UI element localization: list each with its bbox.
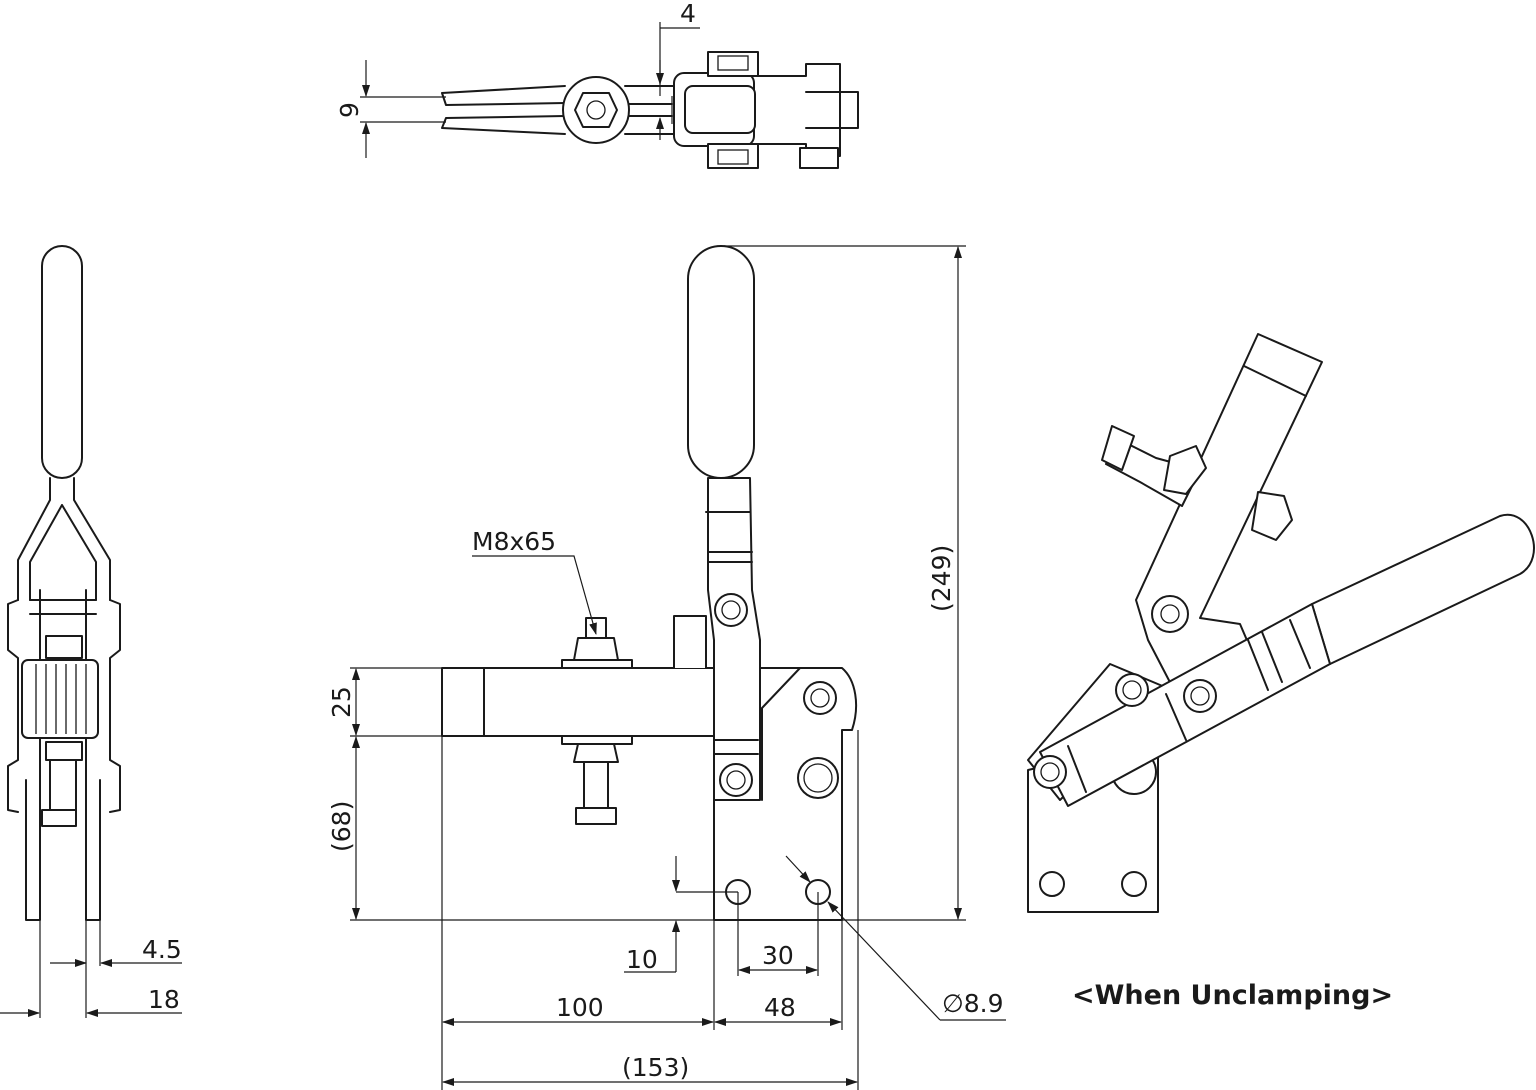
dim-side-thickness: 4.5 [142, 935, 182, 964]
front-view-link-pin-lower [719, 763, 753, 797]
dim-top-slot: 9 [335, 102, 364, 118]
front-view-clamp-arm [441, 667, 715, 737]
unclamped-pivot-upper [1151, 595, 1189, 633]
front-view-nut-bottom [573, 743, 619, 763]
unclamped-view: <When Unclamping> [1027, 333, 1535, 1011]
unclamped-pivot-link [1183, 679, 1217, 713]
unclamped-mount-hole-left [1039, 871, 1065, 897]
front-view-spindle-shaft [583, 761, 609, 811]
top-view: 4 9 [335, 0, 859, 169]
unclamped-pivot-mid-inner [1122, 680, 1142, 700]
unclamped-handle-grip [1311, 513, 1535, 665]
side-view-body-profile [7, 599, 121, 813]
front-view-washer-bottom [561, 735, 633, 745]
dim-base-height: (68) [327, 801, 356, 852]
front-view-link-pin-upper-inner [721, 600, 741, 620]
front-view-link-pin-upper [714, 593, 748, 627]
side-view: 4.5 18 [0, 245, 182, 1018]
top-view-arm-fork [441, 85, 566, 135]
side-view-nut-bottom [45, 741, 83, 761]
dim-arm-length: 100 [556, 993, 604, 1022]
dim-side-width: 18 [148, 985, 180, 1014]
dim-hole-diameter: ∅8.9 [942, 989, 1004, 1018]
side-view-spindle-block [21, 659, 99, 739]
side-view-block-ribs [35, 664, 87, 734]
front-view: (249) 25 (68) M8x65 10 30 ∅8.9 [327, 245, 1006, 1090]
front-view-pivot-upper [803, 681, 837, 715]
dim-top-gap: 4 [680, 0, 696, 28]
top-view-pivot-pin [805, 91, 859, 129]
front-view-handle-link [707, 477, 761, 801]
front-view-base-edge [761, 667, 801, 801]
dim-hole-spacing: 30 [762, 941, 794, 970]
unclamped-pivot-mid [1115, 673, 1149, 707]
front-view-bolt-top [585, 617, 607, 639]
unclamped-spindle-nut-upper [1163, 445, 1207, 495]
side-view-nut-top [45, 635, 83, 659]
top-view-rivet-lower [717, 149, 749, 165]
side-view-handle-grip [41, 245, 83, 479]
front-view-arm-boss [673, 615, 707, 668]
side-view-links [29, 589, 97, 811]
front-view-handle-grip [687, 245, 755, 479]
top-view-bolt-end [586, 100, 606, 120]
dim-bolt-size: M8x65 [472, 527, 556, 556]
top-view-arm-neck [624, 85, 691, 135]
dim-hole-leader-upper [785, 855, 811, 883]
dim-overall-height: (249) [927, 545, 956, 612]
side-view-bolt [49, 759, 77, 811]
side-view-bolt-head [41, 809, 77, 827]
dim-base-width: 48 [764, 993, 796, 1022]
unclamped-spindle-nut-lower [1251, 491, 1293, 541]
top-view-rivet-upper [717, 55, 749, 71]
front-view-spindle-head [575, 807, 617, 825]
side-view-handle-arms [17, 477, 111, 601]
dim-hole-leader-lower [828, 902, 1006, 1021]
top-view-base [753, 63, 841, 157]
top-view-nut [574, 92, 618, 128]
dim-hole-offset: 10 [626, 945, 658, 974]
unclamped-mount-hole-right [1121, 871, 1147, 897]
unclamped-link-joints [1067, 619, 1311, 793]
unclamped-pivot-lower [1033, 755, 1067, 789]
unclamped-arm-tip-line [1243, 365, 1307, 397]
front-view-nut-top [573, 637, 619, 661]
unclamped-pivot-upper-inner [1160, 604, 1180, 624]
top-view-rivet-foot [799, 147, 839, 169]
top-view-body-inner [684, 85, 756, 134]
front-view-pivot-upper-inner [810, 688, 830, 708]
unclamped-pivot-lower-inner [1040, 762, 1060, 782]
front-view-washer-top [561, 659, 633, 669]
dim-bolt-leader [472, 555, 597, 635]
unclamped-spindle-head [1101, 425, 1135, 471]
unclamped-handle-link [1039, 603, 1331, 807]
side-view-base-legs [25, 779, 101, 921]
unclamped-clamp-arm [1027, 333, 1323, 801]
dim-overall-length: (153) [622, 1053, 689, 1082]
dim-arm-height: 25 [327, 686, 356, 718]
unclamped-caption: <When Unclamping> [1072, 980, 1393, 1011]
front-view-link-pin-lower-inner [726, 770, 746, 790]
front-view-body-hole-inner [803, 763, 833, 793]
unclamped-pivot-link-inner [1190, 686, 1210, 706]
front-view-link-joints [705, 511, 759, 755]
